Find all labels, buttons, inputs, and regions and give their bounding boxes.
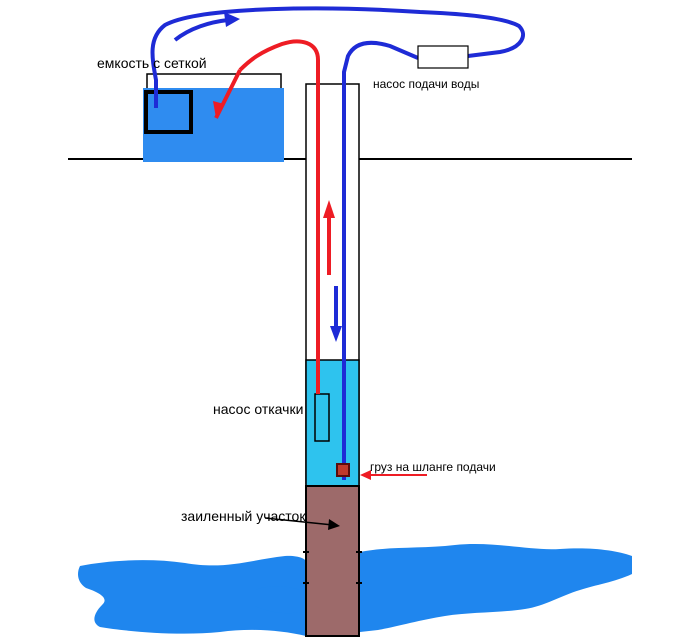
silt-section	[305, 485, 360, 637]
supply-pump	[417, 45, 469, 69]
silt-pointer-head	[328, 519, 340, 530]
drain-pump-label: насос откачки	[213, 401, 303, 417]
supply-down-arrowhead	[330, 326, 342, 342]
supply-flow-arrowhead	[224, 12, 240, 27]
supply-flow-arrow	[173, 18, 229, 42]
silt-ticks	[303, 551, 362, 584]
supply-pressure-line	[342, 40, 419, 480]
well-water	[305, 359, 360, 487]
drain-pump	[314, 393, 330, 442]
tank-label: емкость с сеткой	[97, 55, 207, 71]
tank-frame	[146, 73, 282, 88]
groundwater-layer	[78, 544, 632, 636]
drain-outflow-arrowhead	[213, 101, 224, 118]
supply-pump-label: насос подачи воды	[373, 77, 479, 91]
hose-weight-pointer-head	[360, 470, 371, 480]
drain-line	[238, 39, 320, 394]
hose-weight	[336, 463, 350, 477]
hose-weight-label: груз на шланге подачи	[370, 460, 496, 474]
drain-up-arrowhead	[323, 200, 335, 218]
groundwater-patch	[255, 586, 300, 614]
water-tank	[143, 88, 284, 162]
tank-filter-mesh	[144, 90, 193, 134]
silt-pointer	[264, 517, 334, 526]
supply-suction-line	[150, 6, 525, 108]
silted-zone-label: заиленный участок	[181, 508, 306, 524]
